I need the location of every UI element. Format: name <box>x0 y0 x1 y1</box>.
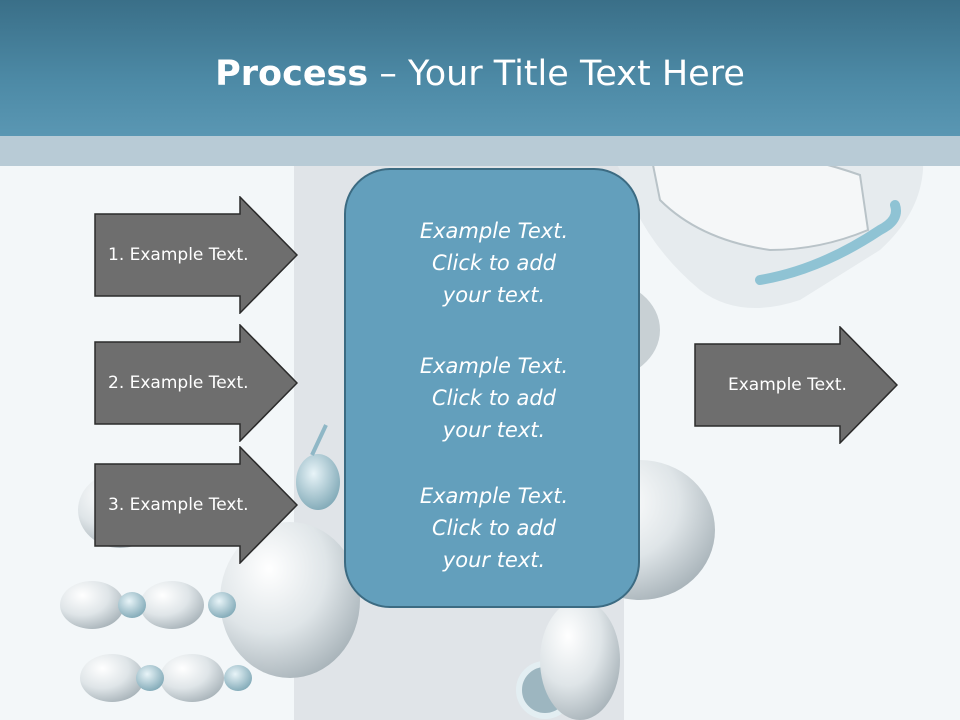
arrow-shape-1 <box>94 195 299 315</box>
process-arrow-2-label: 2. Example Text. <box>108 373 249 393</box>
center-text-line: your text. <box>442 548 546 572</box>
center-text-block-3: Example Text. Click to add your text. <box>346 480 642 576</box>
title-bold-text: Process <box>215 54 369 94</box>
center-text-line: your text. <box>442 283 546 307</box>
center-text-line: Example Text. <box>419 354 569 378</box>
slide-title: Process – Your Title Text Here <box>0 52 960 96</box>
title-rest-text: – Your Title Text Here <box>368 54 745 94</box>
center-text-box[interactable]: Example Text. Click to add your text. Ex… <box>344 168 640 608</box>
arrow-shape-3 <box>94 445 299 565</box>
center-text-block-2: Example Text. Click to add your text. <box>346 350 642 446</box>
center-text-block-1: Example Text. Click to add your text. <box>346 215 642 311</box>
center-text-line: Example Text. <box>419 219 569 243</box>
title-bar <box>0 0 960 136</box>
arrow-shape-2 <box>94 323 299 443</box>
process-arrow-2[interactable]: 2. Example Text. <box>94 323 299 443</box>
process-arrow-1[interactable]: 1. Example Text. <box>94 195 299 315</box>
result-arrow-label: Example Text. <box>728 375 847 395</box>
center-text-line: Click to add <box>431 251 556 275</box>
process-arrow-1-label: 1. Example Text. <box>108 245 249 265</box>
process-arrow-3[interactable]: 3. Example Text. <box>94 445 299 565</box>
center-text-line: Click to add <box>431 386 556 410</box>
result-arrow[interactable]: Example Text. <box>694 325 899 445</box>
center-text-line: Example Text. <box>419 484 569 508</box>
center-text-line: your text. <box>442 418 546 442</box>
result-arrow-shape <box>694 325 899 445</box>
process-arrow-3-label: 3. Example Text. <box>108 495 249 515</box>
title-underline-band <box>0 136 960 166</box>
center-text-line: Click to add <box>431 516 556 540</box>
